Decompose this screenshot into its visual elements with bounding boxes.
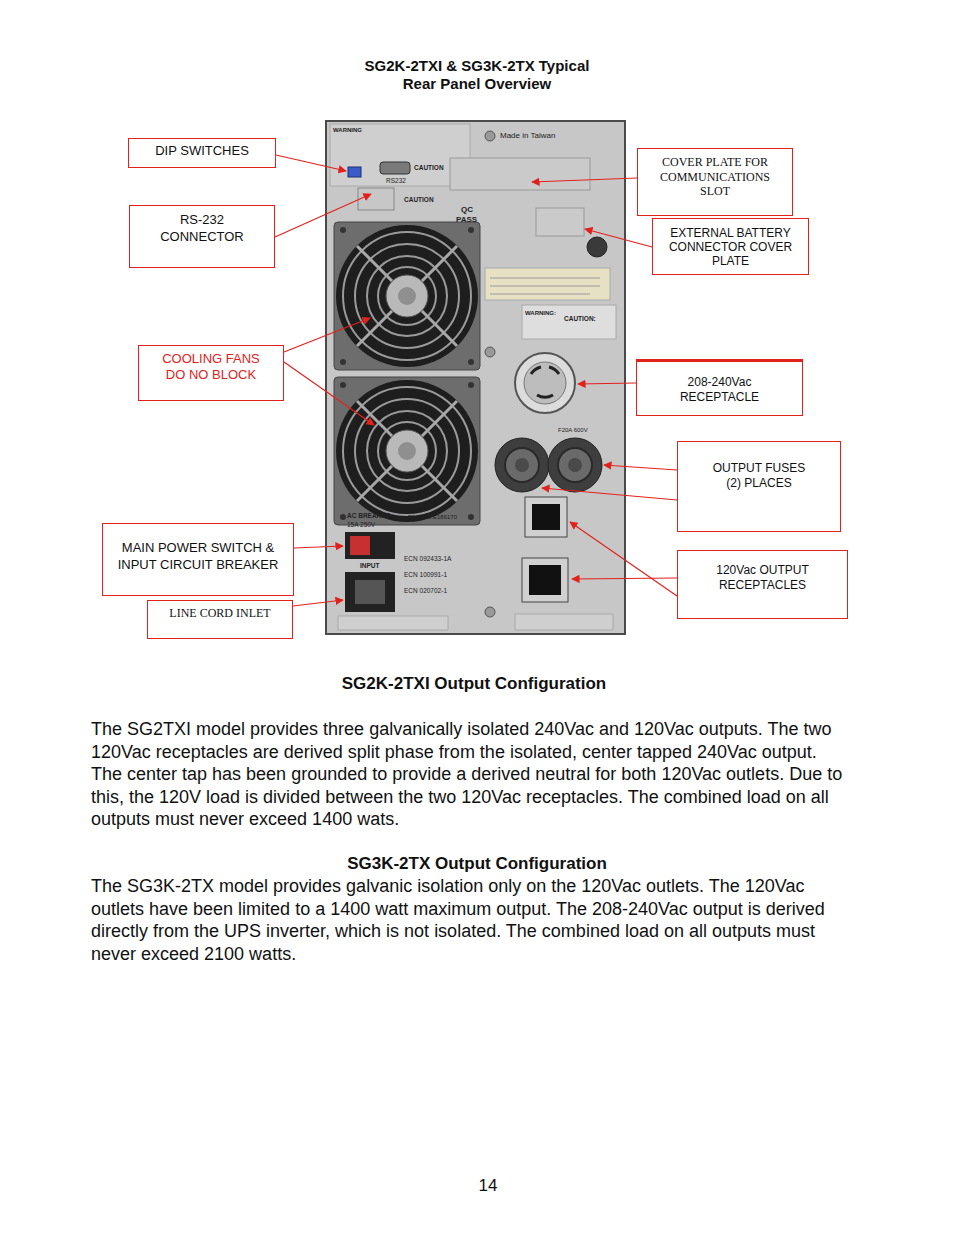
leader-line: [532, 178, 637, 182]
callout-text: COVER PLATE FOR COMMUNICATIONS SLOT: [654, 155, 776, 199]
outlet-face: [532, 504, 560, 530]
callout-box: EXTERNAL BATTERY CONNECTOR COVER PLATE: [652, 218, 809, 275]
sticker-line: [490, 278, 600, 279]
inlet-socket: [355, 580, 385, 604]
body-text: SG3K-2TX Output Configuration: [277, 854, 677, 874]
callout-text: OUTPUT FUSES (2) PLACES: [709, 461, 809, 491]
callout-box: COOLING FANS DO NO BLOCK: [138, 345, 284, 401]
leader-line: [572, 578, 677, 579]
leader-line: [604, 465, 677, 470]
battery-cover-plate: [536, 208, 584, 236]
outlet-face: [529, 565, 561, 595]
body-text: The SG2TXI model provides three galvanic…: [91, 718, 843, 831]
callout-text: MAIN POWER SWITCH & INPUT CIRCUIT BREAKE…: [111, 539, 286, 573]
leader-line: [284, 318, 370, 352]
receptacle-slot: [537, 395, 553, 397]
leader-line: [542, 488, 677, 500]
cooling-fan: [334, 377, 480, 525]
rear-panel: [326, 121, 625, 634]
rating-sticker: [485, 268, 610, 300]
panel-marking: ECN 020702-1: [404, 587, 476, 595]
receptacle-slot: [531, 367, 541, 374]
leader-line: [284, 362, 374, 425]
callout-text: LINE CORD INLET: [169, 606, 270, 620]
breaker-rocker: [350, 536, 370, 555]
outlet: [522, 558, 568, 602]
panel-marking: QC: [461, 205, 481, 215]
dip-switch: [348, 167, 361, 177]
sticker-line: [490, 286, 600, 287]
callout-box: OUTPUT FUSES (2) PLACES: [677, 441, 841, 532]
db9-connector: [380, 162, 410, 174]
fuse-holder: [548, 438, 602, 492]
page-title: SG2K-2TXI & SG3K-2TX Typical Rear Panel …: [357, 57, 597, 93]
caution-sticker: [522, 305, 616, 339]
receptacle-slot: [549, 367, 559, 374]
cooling-fan: [334, 222, 480, 370]
leader-line: [570, 522, 677, 596]
communications-cover-plate: [450, 158, 590, 190]
callout-text: 208-240Vac RECEPTACLE: [677, 375, 762, 405]
screw: [485, 131, 495, 141]
callout-text: 120Vac OUTPUT RECEPTACLES: [715, 563, 811, 593]
body-text: The SG3K-2TX model provides galvanic iso…: [91, 875, 843, 965]
panel-marking: RS232: [386, 177, 416, 185]
callout-box: LINE CORD INLET: [147, 600, 293, 639]
callout-box: 120Vac OUTPUT RECEPTACLES: [677, 550, 848, 619]
callout-text: DIP SWITCHES: [155, 143, 249, 158]
panel-marking: AC BREAKER: [347, 512, 403, 520]
callout-text: COOLING FANS DO NO BLOCK: [158, 351, 264, 383]
leader-line: [294, 546, 343, 548]
warning-sticker: [330, 124, 470, 186]
panel-marking: F20A 600V: [558, 426, 608, 434]
callout-box: 208-240Vac RECEPTACLE: [636, 359, 803, 416]
twist-lock-receptacle: [515, 353, 575, 413]
inlet-housing: [345, 572, 395, 612]
leader-line: [578, 383, 636, 384]
panel-marking: CAUTION: [414, 164, 454, 172]
breaker-housing: [345, 532, 395, 559]
callout-box: MAIN POWER SWITCH & INPUT CIRCUIT BREAKE…: [102, 523, 294, 596]
leader-line: [275, 194, 371, 237]
callout-box: RS-232 CONNECTOR: [129, 205, 275, 268]
battery-fuse-holder: [587, 237, 607, 257]
fuse-holder: [495, 438, 549, 492]
callout-text: EXTERNAL BATTERY CONNECTOR COVER PLATE: [664, 226, 798, 268]
callout-box: DIP SWITCHES: [128, 138, 276, 168]
panel-marking: ECN 100991-1: [404, 571, 476, 579]
sticker-line: [490, 294, 590, 295]
warning-sticker: [515, 614, 613, 630]
leader-line: [293, 600, 343, 606]
mode-table: [358, 188, 394, 210]
body-text: 14: [458, 1176, 518, 1196]
panel-marking: FILE NO.E186170: [408, 513, 480, 521]
leader-line: [276, 155, 346, 171]
screw: [485, 607, 495, 617]
screw: [485, 347, 495, 357]
body-text: SG2K-2TXI Output Configuration: [274, 674, 674, 694]
outlet: [525, 497, 567, 537]
panel-marking: Made in Taiwan: [500, 131, 574, 141]
panel-marking: WARNING: [333, 126, 377, 134]
panel-marking: ECN 092433-1A: [404, 555, 476, 563]
leader-line: [585, 229, 652, 247]
panel-marking: CAUTION:: [564, 315, 608, 323]
panel-marking: PASS: [456, 215, 486, 225]
panel-marking: 15A 250V: [347, 521, 397, 529]
callout-box: COVER PLATE FOR COMMUNICATIONS SLOT: [637, 148, 793, 216]
panel-marking: INPUT: [360, 562, 390, 570]
panel-marking: CAUTION: [404, 196, 444, 204]
receptacle-face: [524, 362, 566, 404]
caution-sticker: [338, 616, 448, 630]
callout-text: RS-232 CONNECTOR: [157, 211, 247, 245]
panel-marking: WARNING:: [525, 309, 565, 317]
